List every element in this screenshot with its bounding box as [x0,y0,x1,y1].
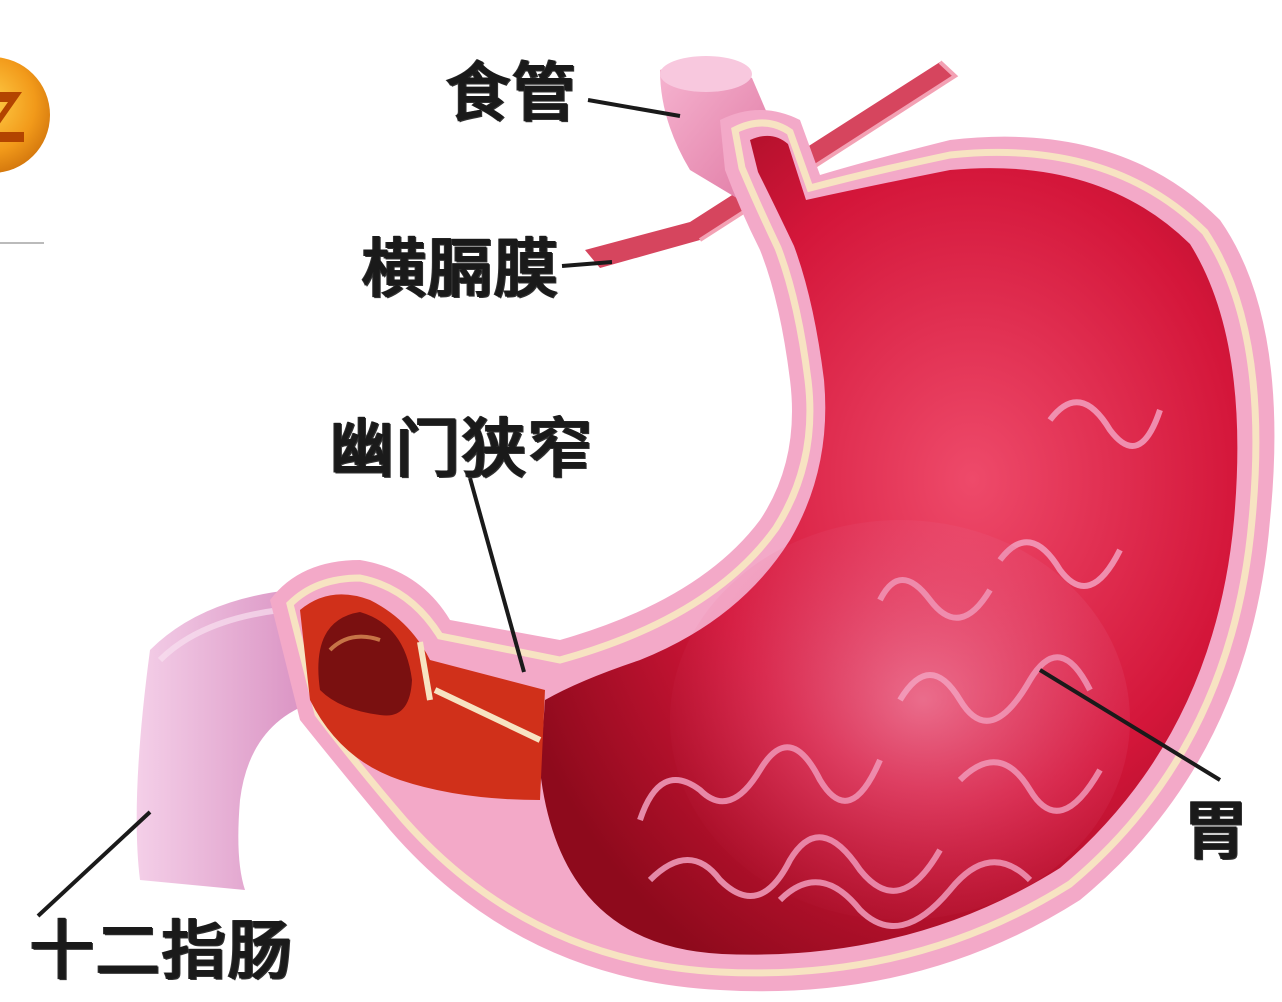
orange-emblem-icon [0,57,50,243]
label-duodenum: 十二指肠 [30,920,294,984]
leader-duodenum [38,812,150,916]
label-pyloric-stenosis: 幽门狭窄 [330,418,594,482]
mucosa-highlight [670,520,1130,920]
label-esophagus: 食管 [446,62,578,126]
label-stomach: 胃 [1184,800,1250,864]
label-diaphragm: 横膈膜 [362,238,560,302]
